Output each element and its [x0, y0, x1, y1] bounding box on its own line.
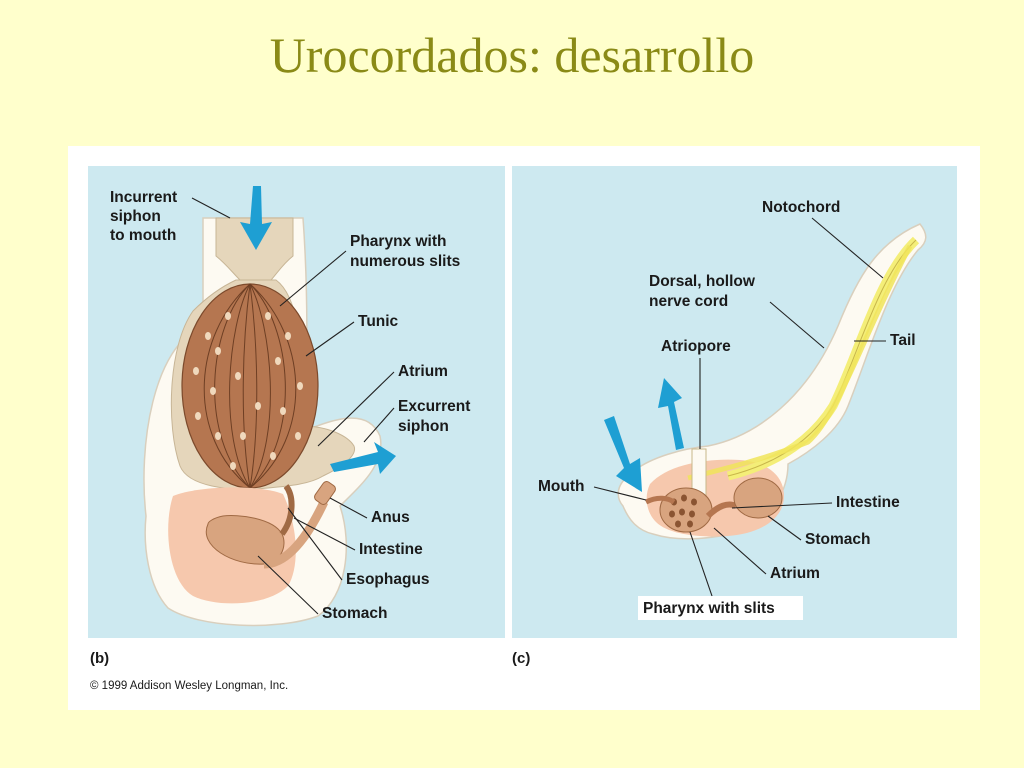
label-mouth: Mouth: [538, 478, 647, 501]
label-notochord: Notochord: [762, 199, 884, 279]
label-stomach-c: Stomach: [767, 515, 870, 548]
svg-text:Stomach: Stomach: [805, 531, 870, 548]
intestine-b: [263, 500, 329, 569]
svg-text:Esophagus: Esophagus: [346, 571, 430, 588]
svg-text:Notochord: Notochord: [762, 199, 840, 216]
svg-text:Tunic: Tunic: [358, 313, 399, 330]
label-atrium-b: Atrium: [317, 363, 448, 447]
label-esophagus: Esophagus: [287, 507, 430, 588]
svg-text:siphon: siphon: [110, 208, 161, 225]
svg-text:siphon: siphon: [398, 418, 449, 435]
label-atrium-c: Atrium: [713, 527, 820, 582]
dorsal-nerve-cord: [687, 244, 913, 481]
svg-text:Atrium: Atrium: [398, 363, 448, 380]
intestine-c: [705, 501, 738, 519]
svg-text:numerous slits: numerous slits: [350, 253, 460, 270]
slide-title: Urocordados: desarrollo: [269, 27, 755, 83]
svg-text:Anus: Anus: [371, 509, 410, 526]
anus-b: [314, 481, 336, 505]
svg-text:to mouth: to mouth: [110, 227, 176, 244]
panel-c-background: [512, 166, 957, 638]
label-intestine-b: Intestine: [293, 517, 423, 558]
copyright-notice: © 1999 Addison Wesley Longman, Inc.: [90, 680, 288, 692]
pharynx-slits: [203, 283, 297, 489]
label-incurrent-siphon: Incurrent siphon to mouth: [110, 189, 231, 244]
svg-text:Excurrent: Excurrent: [398, 398, 470, 415]
svg-text:Intestine: Intestine: [836, 494, 900, 511]
atriopore-outflow-arrow: [658, 378, 684, 450]
svg-text:Pharynx with slits: Pharynx with slits: [643, 600, 775, 617]
label-dorsal-nerve-cord: Dorsal, hollow nerve cord: [649, 273, 825, 349]
svg-text:Atriopore: Atriopore: [661, 338, 731, 355]
label-anus: Anus: [329, 497, 410, 526]
mouth-inflow-arrow: [604, 416, 642, 492]
tunicate-figure: Incurrent siphon to mouth Pharynx with n…: [68, 146, 980, 710]
svg-text:Pharynx with: Pharynx with: [350, 233, 446, 250]
label-stomach-b: Stomach: [257, 555, 387, 622]
label-excurrent-siphon: Excurrent siphon: [363, 398, 470, 443]
label-pharynx-numerous-slits: Pharynx with numerous slits: [279, 233, 460, 307]
panel-c-letter: (c): [512, 650, 530, 667]
label-intestine-c: Intestine: [731, 494, 900, 511]
pharynx-c: [659, 487, 713, 533]
stomach-b: [205, 515, 285, 565]
pharynx-slit-dots: [193, 312, 303, 470]
panel-b-letter: (b): [90, 650, 109, 667]
svg-text:Stomach: Stomach: [322, 605, 387, 622]
label-atriopore: Atriopore: [661, 338, 731, 449]
svg-text:Dorsal, hollow: Dorsal, hollow: [649, 273, 756, 290]
figure-svg: Incurrent siphon to mouth Pharynx with n…: [88, 166, 957, 692]
stomach-c: [733, 477, 783, 519]
svg-text:Mouth: Mouth: [538, 478, 584, 495]
label-tunic: Tunic: [305, 313, 399, 357]
excurrent-flow-arrow: [330, 442, 396, 474]
svg-text:Intestine: Intestine: [359, 541, 423, 558]
esophagus-b: [279, 484, 295, 536]
label-tail: Tail: [854, 332, 916, 349]
svg-text:Incurrent: Incurrent: [110, 189, 177, 206]
svg-text:nerve cord: nerve cord: [649, 293, 728, 310]
mouth-c: [644, 495, 676, 505]
label-pharynx-with-slits: Pharynx with slits: [638, 531, 803, 620]
incurrent-flow-arrow: [240, 186, 272, 250]
svg-text:Tail: Tail: [890, 332, 916, 349]
svg-text:Atrium: Atrium: [770, 565, 820, 582]
